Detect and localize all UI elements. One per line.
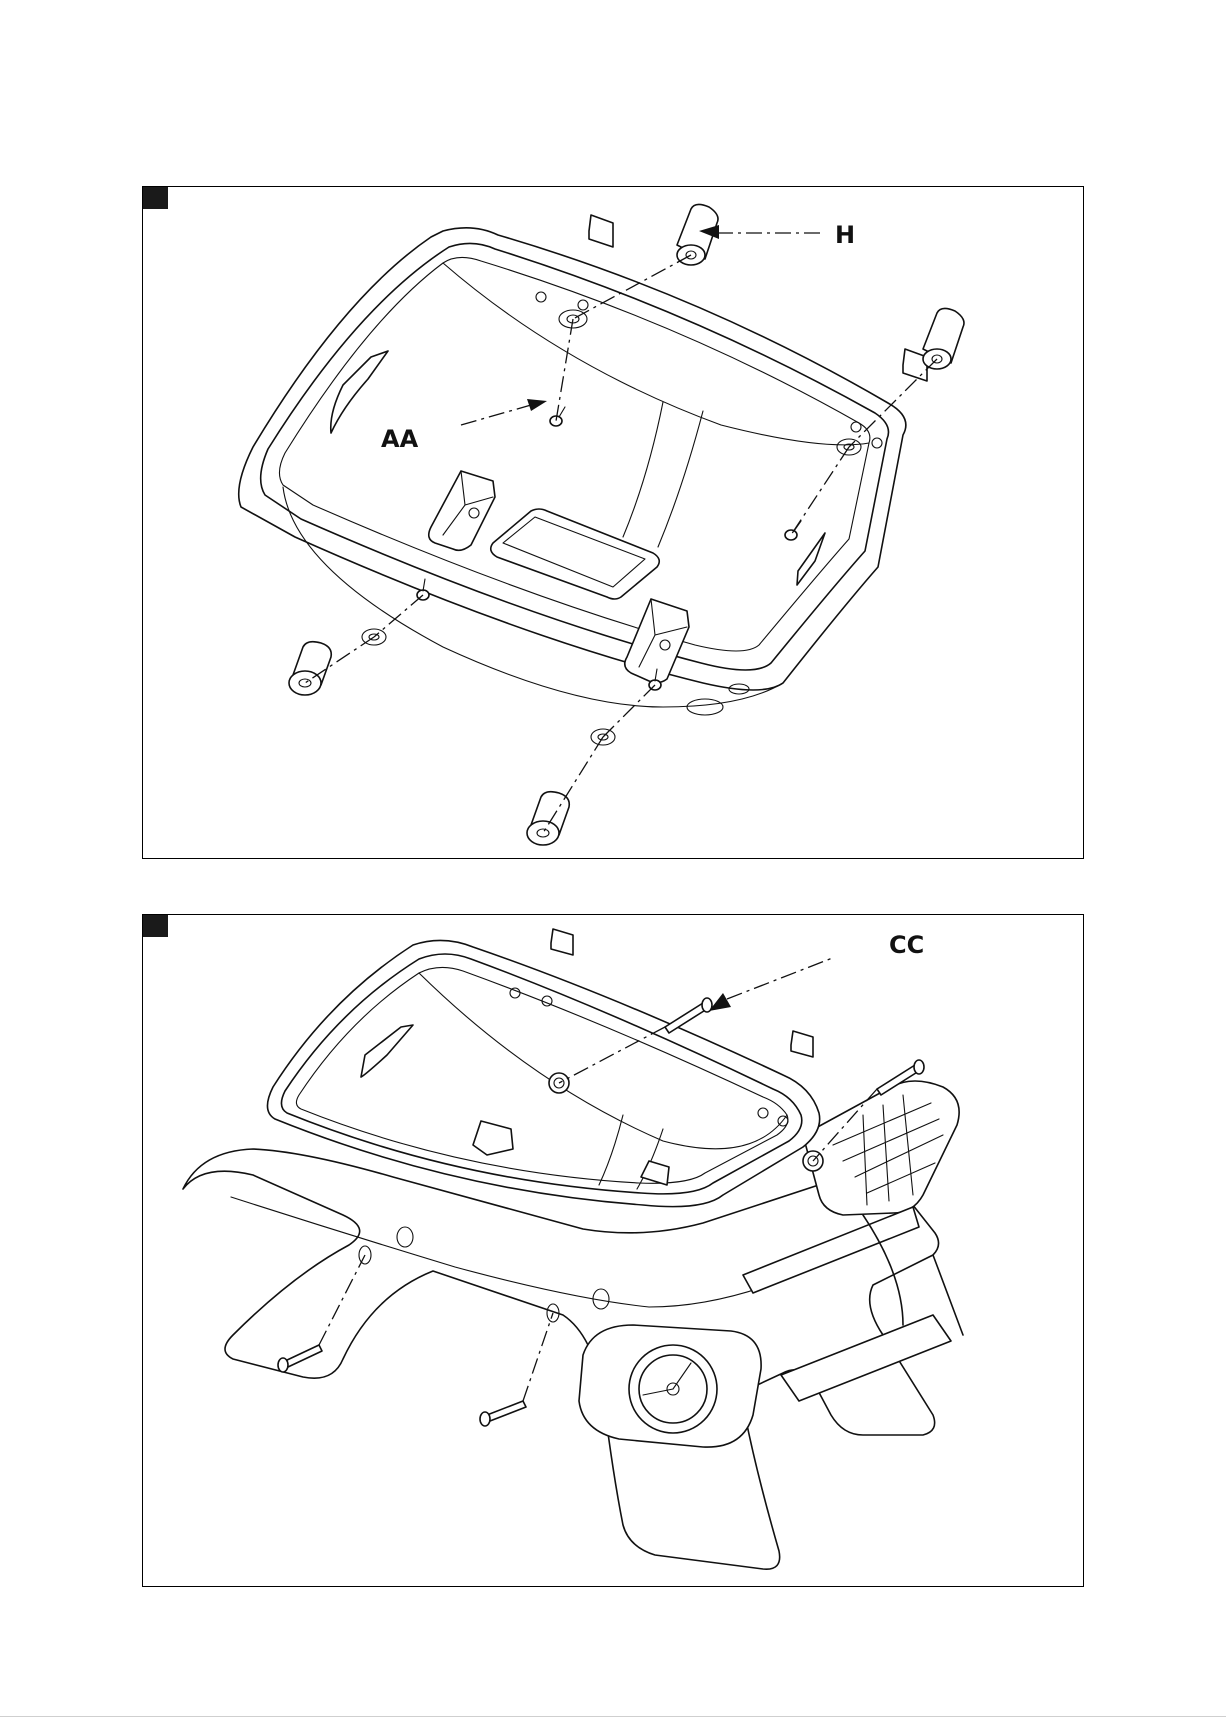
- assembly-step-panel-1: H AA: [142, 186, 1084, 859]
- stand-wheel: [579, 1325, 761, 1447]
- lid-on-stand-view: CC: [143, 915, 1083, 1586]
- top-tab-right: [903, 349, 927, 381]
- assembly-step-panel-2: CC: [142, 914, 1084, 1587]
- top-tab-left: [589, 215, 613, 247]
- callout-label-cc: CC: [889, 931, 924, 959]
- callout-label-aa: AA: [381, 425, 419, 453]
- spacer-right: [923, 308, 964, 369]
- vent-triangle-left: [331, 351, 388, 433]
- vent-triangle-right: [797, 533, 825, 585]
- center-recess: [491, 509, 660, 599]
- stand-right-frame: [803, 1081, 959, 1215]
- spacer-left: [289, 642, 331, 695]
- top-tab-right-seated: [791, 1031, 813, 1057]
- lid-inner-rim: [261, 243, 889, 670]
- spacer-bottom: [527, 792, 569, 845]
- screw-cc-1: [665, 998, 712, 1033]
- lid-exploded-view: H AA: [143, 187, 1083, 858]
- screw-cc-4: [480, 1401, 526, 1426]
- top-tab-left-seated: [551, 929, 573, 955]
- page-bottom-rule: [0, 1716, 1226, 1717]
- callout-label-h: H: [835, 221, 855, 249]
